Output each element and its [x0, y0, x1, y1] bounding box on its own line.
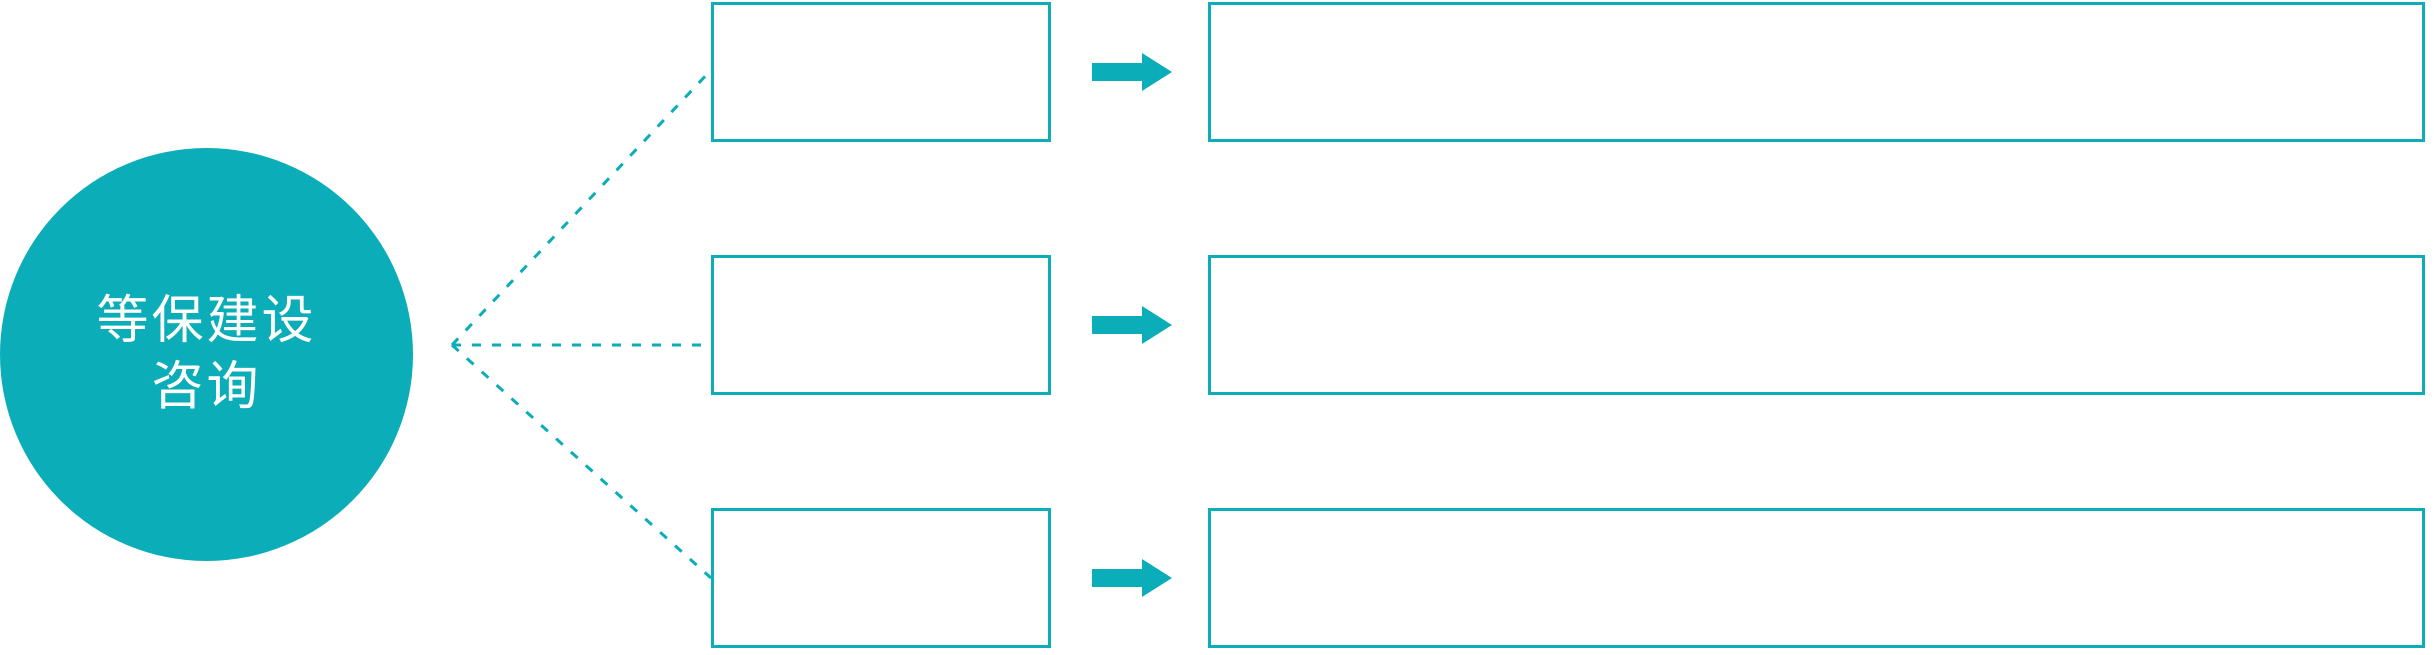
detail-box-1[interactable] — [1208, 2, 2425, 142]
hub-label-line-1: 等保建设 — [96, 291, 317, 350]
stage-box-2[interactable] — [711, 255, 1051, 395]
stage-box-1[interactable] — [711, 2, 1051, 142]
hub-circle[interactable]: 等保建设 咨询 — [0, 148, 413, 561]
detail-box-3[interactable] — [1208, 508, 2425, 648]
diagram-row — [0, 255, 2434, 395]
arrow-right-icon — [1092, 559, 1172, 597]
stage-box-3[interactable] — [711, 508, 1051, 648]
hub-label-line-2: 咨询 — [151, 357, 262, 416]
arrow-right-icon — [1092, 306, 1172, 344]
arrow-right-icon — [1092, 53, 1172, 91]
diagram-row — [0, 2, 2434, 142]
detail-box-2[interactable] — [1208, 255, 2425, 395]
diagram-row — [0, 508, 2434, 648]
